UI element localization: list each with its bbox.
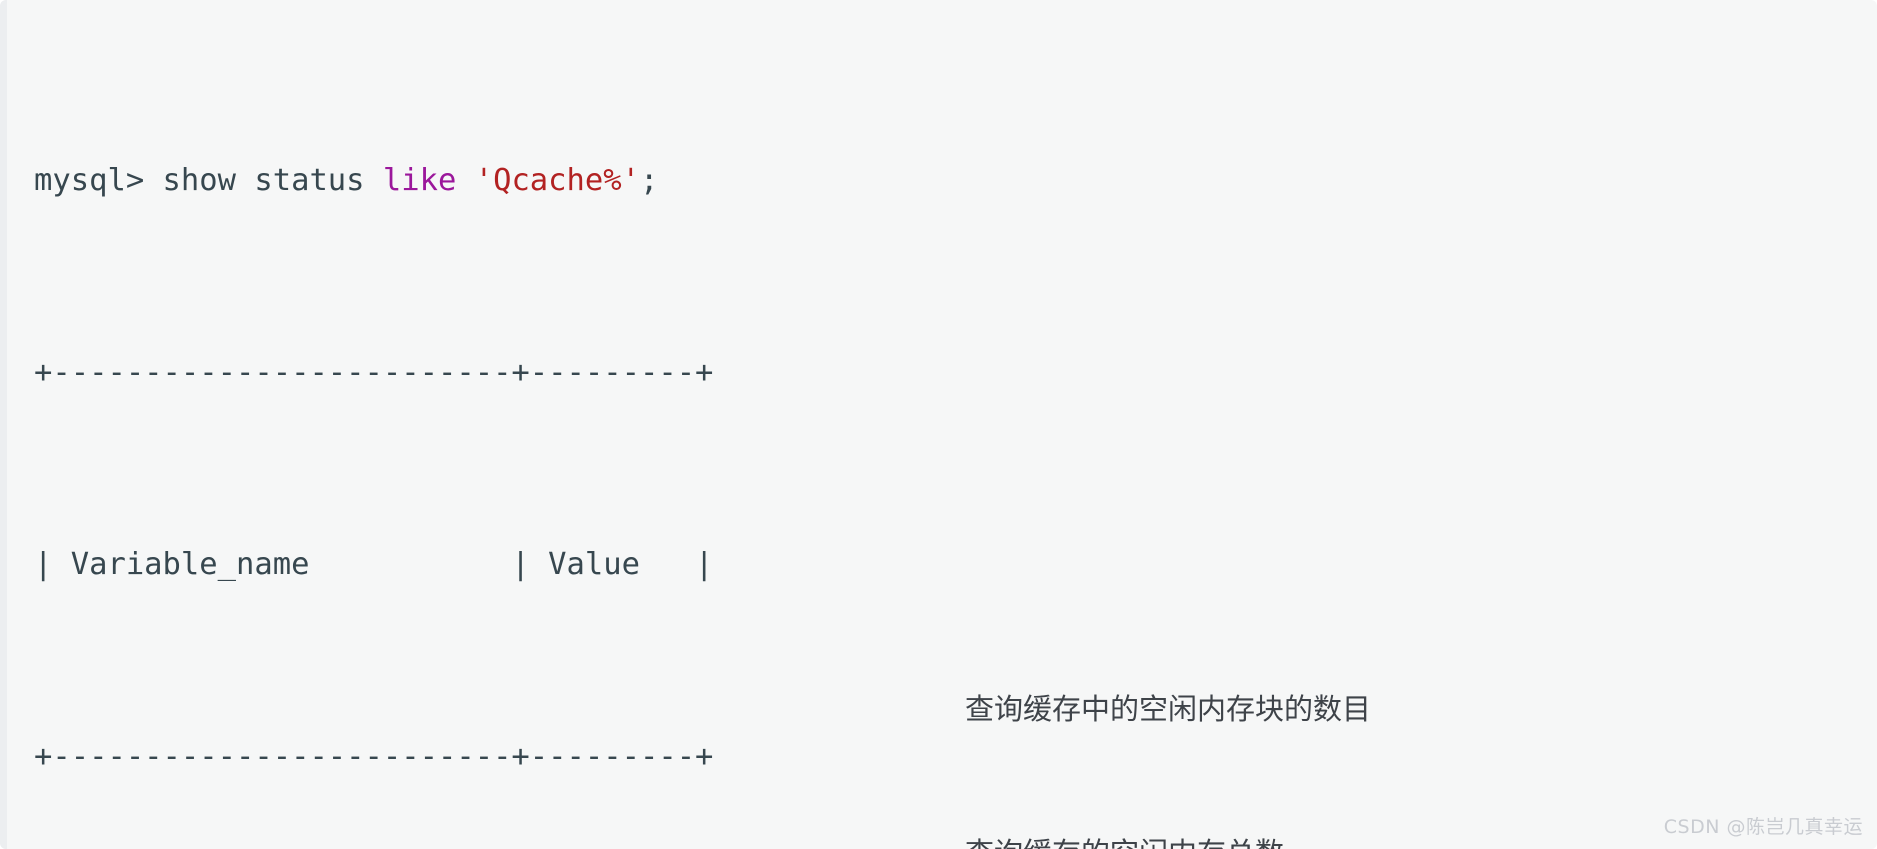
sql-string-literal: 'Qcache%': [474, 163, 640, 198]
annotation-spacer: [965, 253, 1516, 301]
table-header-row: | Variable_name | Value |: [34, 547, 714, 582]
sql-keyword-like: like: [382, 163, 457, 198]
command-space: [456, 163, 474, 198]
command-prefix: mysql> show status: [34, 163, 383, 198]
csdn-watermark: CSDN @陈岂几真幸运: [1663, 816, 1863, 838]
annotation-spacer: [965, 109, 1516, 157]
annotation-spacer: [965, 541, 1516, 589]
table-separator-mid: +-------------------------+---------+: [34, 739, 714, 774]
command-line: mysql> show status like 'Qcache%';: [34, 157, 713, 205]
annotation-column: 查询缓存中的空闲内存块的数目 查询缓存的空闲内存总数 被加入到缓存中的查询数目 …: [965, 13, 1516, 849]
annotation-spacer: [965, 397, 1516, 445]
table-separator-top: +-------------------------+---------+: [34, 355, 714, 390]
annotation-free-memory: 查询缓存的空闲内存总数: [965, 829, 1516, 849]
command-terminator: ;: [639, 163, 659, 198]
annotation-free-blocks: 查询缓存中的空闲内存块的数目: [965, 692, 1372, 726]
terminal-output: mysql> show status like 'Qcache%'; +----…: [34, 13, 713, 849]
